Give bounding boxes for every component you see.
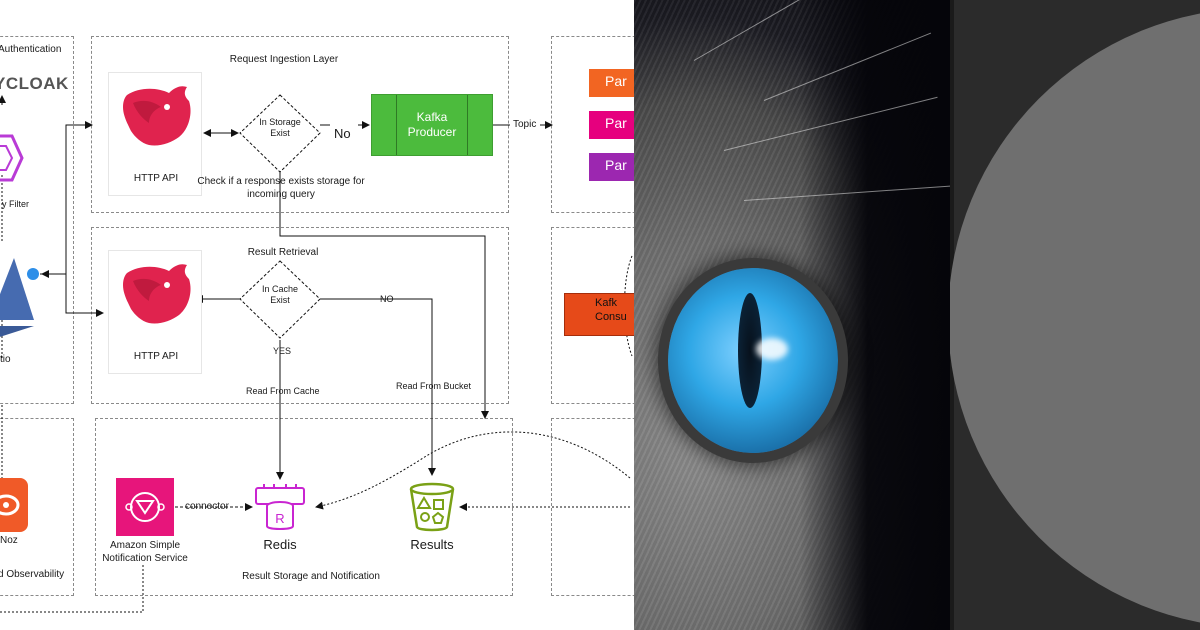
noz-label: Noz — [0, 535, 18, 546]
no-label-big: No — [334, 126, 351, 141]
kafka-producer-box: Kafka Producer — [371, 94, 493, 156]
right-lower-group-box — [551, 418, 634, 596]
retrieval-title: Result Retrieval — [247, 247, 319, 258]
storage-title: Result Storage and Notification — [242, 571, 380, 582]
keycloak-wordmark: YCLOAK — [0, 74, 69, 93]
vinyl-panel — [950, 0, 1200, 630]
gray-disc — [950, 8, 1200, 628]
eye-logo-icon — [0, 478, 28, 532]
storage-decision-text: In Storage Exist — [259, 117, 301, 139]
sns-label: Amazon Simple Notification Service — [95, 540, 195, 565]
cat-eye — [668, 268, 838, 453]
sns-text: Amazon Simple Notification Service — [102, 540, 188, 564]
nestjs-logo-icon — [123, 264, 191, 324]
kafka-consumer-label: Kafk Consu — [595, 297, 627, 324]
consumer-group-box — [551, 227, 634, 404]
istio-label: tio — [0, 354, 11, 365]
istio-to-api2-line — [40, 273, 104, 317]
storage-decision-label: In Storage Exist — [257, 117, 303, 140]
istio-dot — [27, 268, 39, 280]
filter-label: y Filter — [2, 199, 29, 209]
redis-letter: R — [275, 511, 284, 526]
storage-decision-diamond — [239, 94, 321, 173]
http-api-2-label: HTTP API — [133, 351, 179, 362]
curve-to-redis — [315, 431, 631, 510]
hexagon-icon — [0, 134, 24, 182]
read-cache-label: Read From Cache — [246, 386, 320, 396]
retrieval-group-box — [91, 227, 509, 404]
istio-to-api1-line — [40, 121, 93, 275]
cat-eye-photo — [634, 0, 950, 630]
partition-3: Par — [589, 153, 634, 181]
connector-label: connector — [185, 501, 229, 512]
http-api-1-label: HTTP API — [133, 173, 179, 184]
observability-group-box — [0, 418, 74, 596]
eye-glint — [756, 338, 788, 360]
yes-label: YES — [273, 346, 292, 356]
amazon-sns-icon — [116, 478, 174, 536]
read-bucket-label: Read From Bucket — [396, 381, 472, 391]
check-response-text: Check if a response exists storage for i… — [197, 176, 365, 200]
cache-decision-diamond — [239, 260, 321, 339]
auth-group-box — [0, 36, 74, 404]
results-label: Results — [410, 537, 454, 552]
architecture-diagram: Authentication YCLOAK y Filter tio Noz d… — [0, 36, 634, 613]
cache-no-line — [320, 298, 436, 476]
no-label-small: NO — [380, 294, 394, 304]
cache-decision-label: In Cache Exist — [260, 284, 300, 307]
partition-2: Par — [589, 111, 634, 139]
ingestion-title: Request Ingestion Layer — [229, 54, 339, 65]
http-api-1-tile: HTTP API — [108, 72, 202, 196]
cache-decision-text: In Cache Exist — [261, 284, 299, 306]
partition-1: Par — [589, 69, 634, 97]
check-response-label: Check if a response exists storage for i… — [196, 176, 366, 201]
nestjs-logo-icon — [123, 86, 191, 146]
topic-label: Topic — [513, 119, 537, 130]
redis-icon: R — [255, 484, 305, 530]
observability-title: d Observability — [0, 569, 65, 580]
http-api-2-tile: HTTP API — [108, 250, 202, 374]
redis-label: Redis — [263, 537, 297, 552]
storage-to-bottom-line — [279, 172, 489, 419]
auth-title: Authentication — [0, 44, 62, 55]
kafka-producer-label: Kafka Producer — [407, 110, 457, 139]
kafka-consumer-box: Kafk Consu — [564, 293, 634, 336]
istio-sail-icon — [0, 258, 34, 337]
s3-bucket-icon — [409, 482, 455, 532]
connector-lines — [0, 94, 633, 613]
